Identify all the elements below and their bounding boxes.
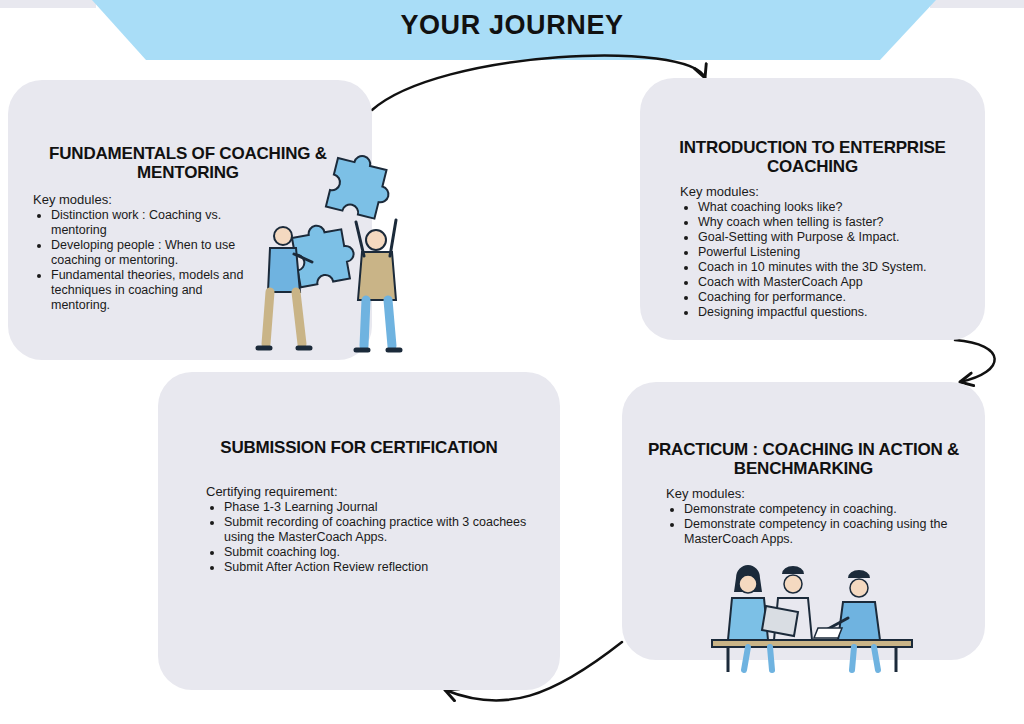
person-head [850,579,868,597]
bullet-item: Developing people : When to use coaching… [51,238,261,268]
bullet-item: Coach with MasterCoach App [698,275,976,290]
bullet-item: Phase 1-3 Learning Journal [224,500,528,515]
diagram-title: YOUR JOURNEY [0,10,1024,41]
person-head [366,230,386,250]
bullet-list: Demonstrate competency in coaching.Demon… [666,502,966,547]
person-shoes [258,346,310,351]
bullet-list: Phase 1-3 Learning JournalSubmit recordi… [206,500,528,575]
puzzle-piece [291,220,358,287]
journey-stage-box: SUBMISSION FOR CERTIFICATION Certifying r… [158,372,560,690]
person-legs [266,292,302,344]
list-intro: Key modules: [666,486,966,502]
module-list-block: Certifying requirement:Phase 1-3 Learnin… [206,484,528,575]
bullet-list: Distinction work : Coaching vs. mentorin… [33,208,261,313]
person-head [739,575,757,593]
person-legs [364,300,392,346]
notebook [814,628,842,638]
flow-arrow [955,340,995,382]
list-intro: Key modules: [33,192,261,208]
bullet-item: What coaching looks like? [698,200,976,215]
person-hair [848,570,870,578]
laptop [762,606,798,636]
meeting-illustration [712,565,912,672]
person-arm [294,254,312,262]
module-list-block: Key modules:Distinction work : Coaching … [33,192,261,313]
stage-heading: PRACTICUM : COACHING IN ACTION & BENCHMA… [634,440,973,478]
stage-heading: SUBMISSION FOR CERTIFICATION [178,438,540,457]
table-legs [728,647,896,672]
person-shirt [358,252,396,300]
bullet-item: Submit coaching log. [224,545,528,560]
person-hair [782,566,804,574]
person-head [274,227,292,245]
bullet-item: Submit recording of coaching practice wi… [224,515,528,545]
list-intro: Key modules: [680,184,976,200]
bullet-item: Coaching for performance. [698,290,976,305]
corner-strip [0,0,96,8]
bullet-item: Demonstrate competency in coaching using… [684,517,966,547]
table-top [712,640,912,647]
person-hair [734,565,762,592]
journey-stage-box: FUNDAMENTALS OF COACHING & MENTORING Key … [8,80,372,360]
bullet-item: Distinction work : Coaching vs. mentorin… [51,208,261,238]
bullet-list: What coaching looks like?Why coach when … [680,200,976,320]
bullet-item: Goal-Setting with Purpose & Impact. [698,230,976,245]
bullet-item: Designing impactful questions. [698,305,976,320]
corner-strip [930,0,1024,8]
person-arms [356,220,396,256]
journey-stage-box: INTRODUCTION TO ENTERPRISE COACHING Key m… [640,78,985,340]
module-list-block: Key modules:What coaching looks like?Why… [680,184,976,320]
person-head [784,575,802,593]
bullet-item: Fundamental theories, models and techniq… [51,268,261,313]
bullet-item: Powerful Listening [698,245,976,260]
bullet-item: Coach in 10 minutes with the 3D System. [698,260,976,275]
stage-heading: INTRODUCTION TO ENTERPRISE COACHING [652,138,973,176]
puzzle-piece [326,150,396,220]
bullet-item: Submit After Action Review reflection [224,560,528,575]
puzzle-people-illustration [258,150,400,350]
person-shoes [356,348,400,353]
bullet-item: Why coach when telling is faster? [698,215,976,230]
person-legs [744,647,878,670]
module-list-block: Key modules:Demonstrate competency in co… [666,486,966,547]
bullet-item: Demonstrate competency in coaching. [684,502,966,517]
list-intro: Certifying requirement: [206,484,528,500]
person-body [728,598,768,640]
stage-heading: FUNDAMENTALS OF COACHING & MENTORING [48,144,328,182]
